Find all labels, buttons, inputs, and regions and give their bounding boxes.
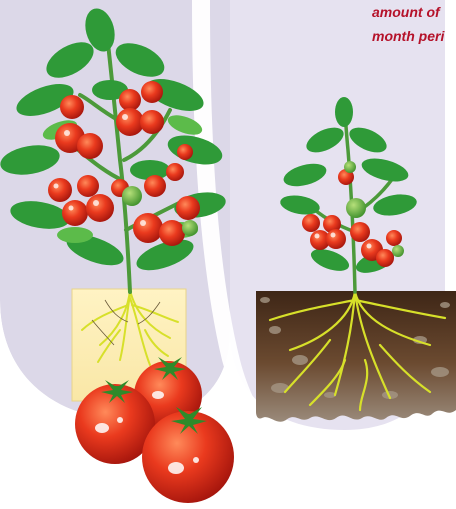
caption-line-1: amount of [372, 0, 456, 24]
soil-block [256, 291, 456, 422]
caption-line-2: month peri [372, 24, 456, 48]
caption-text: amount of month peri [372, 0, 456, 48]
